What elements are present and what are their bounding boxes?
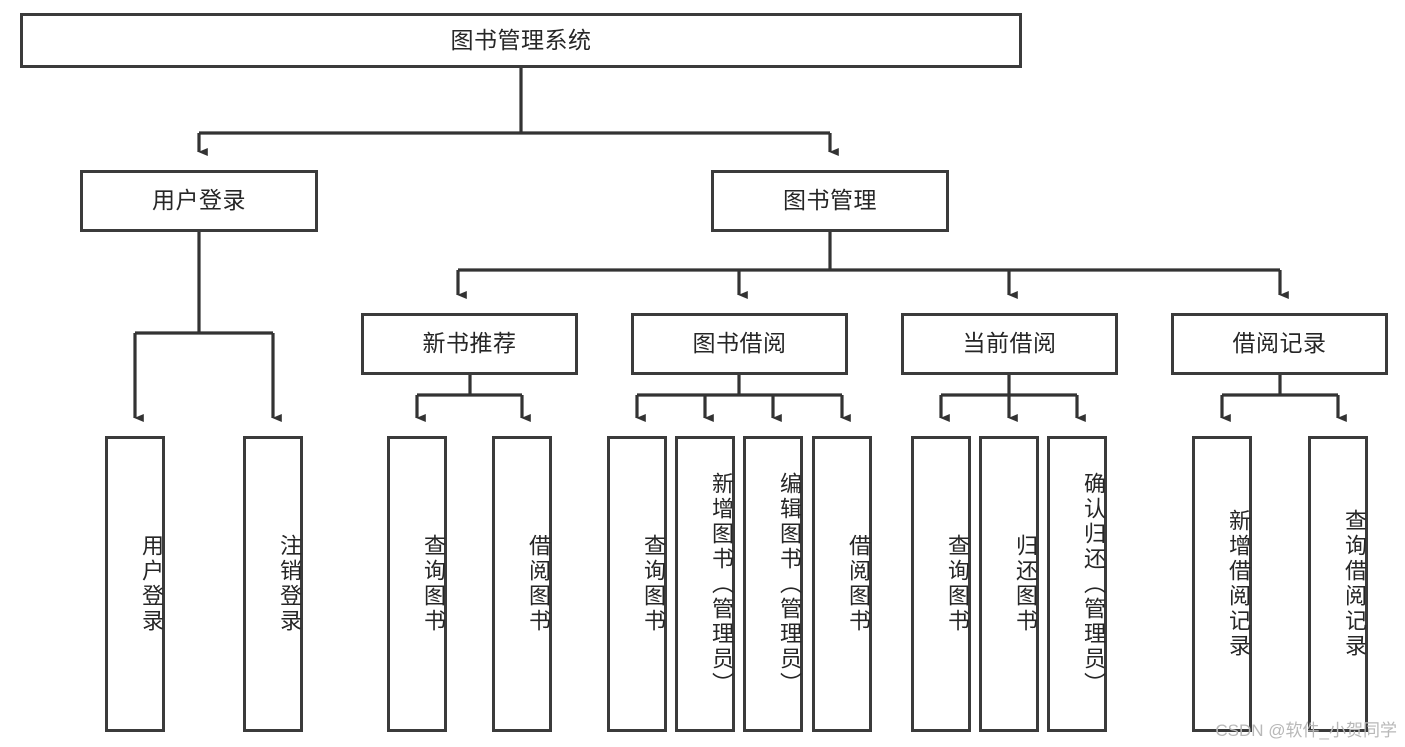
node-user-login-label: 用户登录 bbox=[152, 187, 246, 214]
node-leaf-cb-return[interactable]: 归还图书 bbox=[979, 436, 1039, 732]
node-leaf-br-add[interactable]: 新增借阅记录 bbox=[1192, 436, 1252, 732]
node-leaf-br-query-label: 查询借阅记录 bbox=[1342, 509, 1367, 659]
node-leaf-rec-query-label: 查询图书 bbox=[421, 534, 446, 634]
watermark: CSDN @软件_小贺同学 bbox=[1215, 721, 1397, 740]
node-leaf-cb-return-label: 归还图书 bbox=[1013, 534, 1038, 634]
node-borrow-record-label: 借阅记录 bbox=[1232, 330, 1327, 357]
node-leaf-br-query[interactable]: 查询借阅记录 bbox=[1308, 436, 1368, 732]
node-new-book-rec[interactable]: 新书推荐 bbox=[361, 313, 578, 375]
node-leaf-cb-query-label: 查询图书 bbox=[945, 534, 970, 634]
node-leaf-br-add-label: 新增借阅记录 bbox=[1226, 509, 1251, 659]
node-book-manage[interactable]: 图书管理 bbox=[711, 170, 949, 232]
node-leaf-bb-add[interactable]: 新增图书（管理员） bbox=[675, 436, 735, 732]
node-book-borrow-label: 图书借阅 bbox=[692, 330, 787, 357]
node-leaf-logout-label: 注销登录 bbox=[277, 534, 302, 634]
node-leaf-cb-confirm[interactable]: 确认归还（管理员） bbox=[1047, 436, 1107, 732]
node-leaf-cb-confirm-label: 确认归还（管理员） bbox=[1081, 471, 1106, 697]
node-leaf-login-label: 用户登录 bbox=[139, 534, 164, 634]
node-leaf-logout[interactable]: 注销登录 bbox=[243, 436, 303, 732]
node-current-borrow[interactable]: 当前借阅 bbox=[901, 313, 1118, 375]
node-leaf-rec-borrow-label: 借阅图书 bbox=[526, 534, 551, 634]
node-root-label: 图书管理系统 bbox=[450, 26, 592, 53]
node-leaf-bb-edit[interactable]: 编辑图书（管理员） bbox=[743, 436, 803, 732]
node-book-manage-label: 图书管理 bbox=[783, 187, 877, 214]
node-leaf-bb-query-label: 查询图书 bbox=[641, 534, 666, 634]
node-current-borrow-label: 当前借阅 bbox=[962, 330, 1057, 357]
node-root[interactable]: 图书管理系统 bbox=[20, 13, 1022, 68]
node-leaf-bb-add-label: 新增图书（管理员） bbox=[709, 471, 734, 697]
node-leaf-bb-borrow-label: 借阅图书 bbox=[846, 534, 871, 634]
node-leaf-rec-borrow[interactable]: 借阅图书 bbox=[492, 436, 552, 732]
node-borrow-record[interactable]: 借阅记录 bbox=[1171, 313, 1388, 375]
node-leaf-bb-edit-label: 编辑图书（管理员） bbox=[777, 471, 802, 697]
node-leaf-cb-query[interactable]: 查询图书 bbox=[911, 436, 971, 732]
node-leaf-bb-query[interactable]: 查询图书 bbox=[607, 436, 667, 732]
node-leaf-rec-query[interactable]: 查询图书 bbox=[387, 436, 447, 732]
node-leaf-bb-borrow[interactable]: 借阅图书 bbox=[812, 436, 872, 732]
node-user-login[interactable]: 用户登录 bbox=[80, 170, 318, 232]
node-new-book-rec-label: 新书推荐 bbox=[422, 330, 517, 357]
node-book-borrow[interactable]: 图书借阅 bbox=[631, 313, 848, 375]
node-leaf-login[interactable]: 用户登录 bbox=[105, 436, 165, 732]
